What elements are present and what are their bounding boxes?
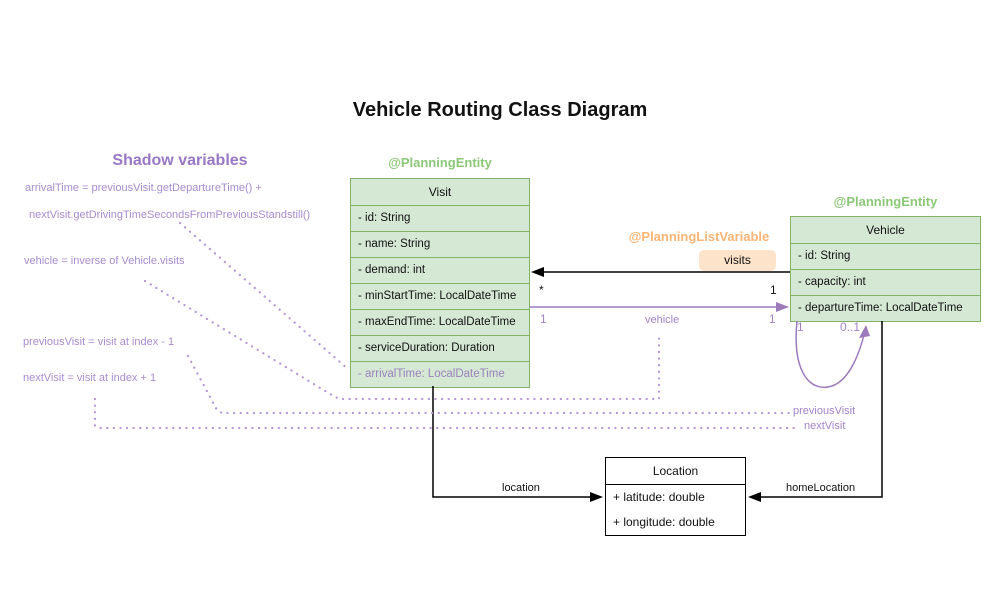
- visits-mult-near-visit: *: [539, 283, 544, 297]
- previousvisit-edge-label: previousVisit: [793, 405, 856, 417]
- vehicle-mult-near-visit: 1: [540, 312, 547, 326]
- shadow-variables-heading: Shadow variables: [112, 152, 248, 169]
- location-class-name: Location: [606, 458, 745, 485]
- shadow-line-arrivaltime-2: nextVisit.getDrivingTimeSecondsFromPrevi…: [29, 209, 311, 221]
- visit-attr-serviceduration: - serviceDuration: Duration: [351, 335, 529, 361]
- shadow-line-previousvisit: previousVisit = visit at index - 1: [23, 336, 175, 348]
- visit-stereotype-label: @PlanningEntity: [388, 155, 492, 170]
- vehicle-attr-capacity: - capacity: int: [791, 269, 980, 295]
- shadow-line-arrivaltime: arrivalTime = previousVisit.getDeparture…: [25, 182, 262, 194]
- vehicle-stereotype-label: @PlanningEntity: [833, 194, 938, 209]
- visit-class-box: Visit - id: String - name: String - dema…: [350, 178, 530, 388]
- dotted-link-nextvisit: [93, 397, 802, 430]
- vehicle-attr-id: - id: String: [791, 243, 980, 269]
- visit-attr-arrivaltime: - arrivalTime: LocalDateTime: [351, 361, 529, 387]
- location-edge-label: location: [502, 482, 540, 494]
- self-loop-mult-left: 1: [797, 320, 804, 334]
- vehicle-association-arrow: [530, 302, 789, 312]
- vehicle-attr-departuretime: - departureTime: LocalDateTime: [791, 295, 980, 321]
- visit-attr-name: - name: String: [351, 231, 529, 257]
- visit-attr-maxendtime: - maxEndTime: LocalDateTime: [351, 309, 529, 335]
- nextvisit-edge-label: nextVisit: [804, 420, 846, 432]
- vehicle-mult-near-vehicle: 1: [769, 312, 776, 326]
- location-class-box: Location + latitude: double + longitude:…: [605, 457, 746, 536]
- dotted-link-arrivaltime: [178, 221, 350, 371]
- self-loop-mult-right: 0..1: [840, 320, 861, 334]
- visit-attr-id: - id: String: [351, 205, 529, 231]
- diagram-title: Vehicle Routing Class Diagram: [352, 99, 648, 121]
- vehicle-class-box: Vehicle - id: String - capacity: int - d…: [790, 216, 981, 322]
- shadow-line-nextvisit: nextVisit = visit at index + 1: [23, 372, 157, 384]
- location-attr-longitude: + longitude: double: [613, 515, 715, 529]
- visits-mult-near-vehicle: 1: [770, 283, 777, 297]
- home-location-edge-label: homeLocation: [786, 482, 856, 494]
- visit-attr-demand: - demand: int: [351, 257, 529, 283]
- visits-badge: visits: [699, 250, 776, 271]
- planning-list-variable-label: @PlanningListVariable: [628, 229, 770, 244]
- visit-class-name: Visit: [428, 185, 452, 199]
- vehicle-class-name: Vehicle: [866, 223, 905, 237]
- location-attr-latitude: + latitude: double: [613, 490, 705, 504]
- shadow-line-vehicle: vehicle = inverse of Vehicle.visits: [24, 255, 185, 267]
- vehicle-edge-label: vehicle: [645, 314, 680, 326]
- visit-attr-minstarttime: - minStartTime: LocalDateTime: [351, 283, 529, 309]
